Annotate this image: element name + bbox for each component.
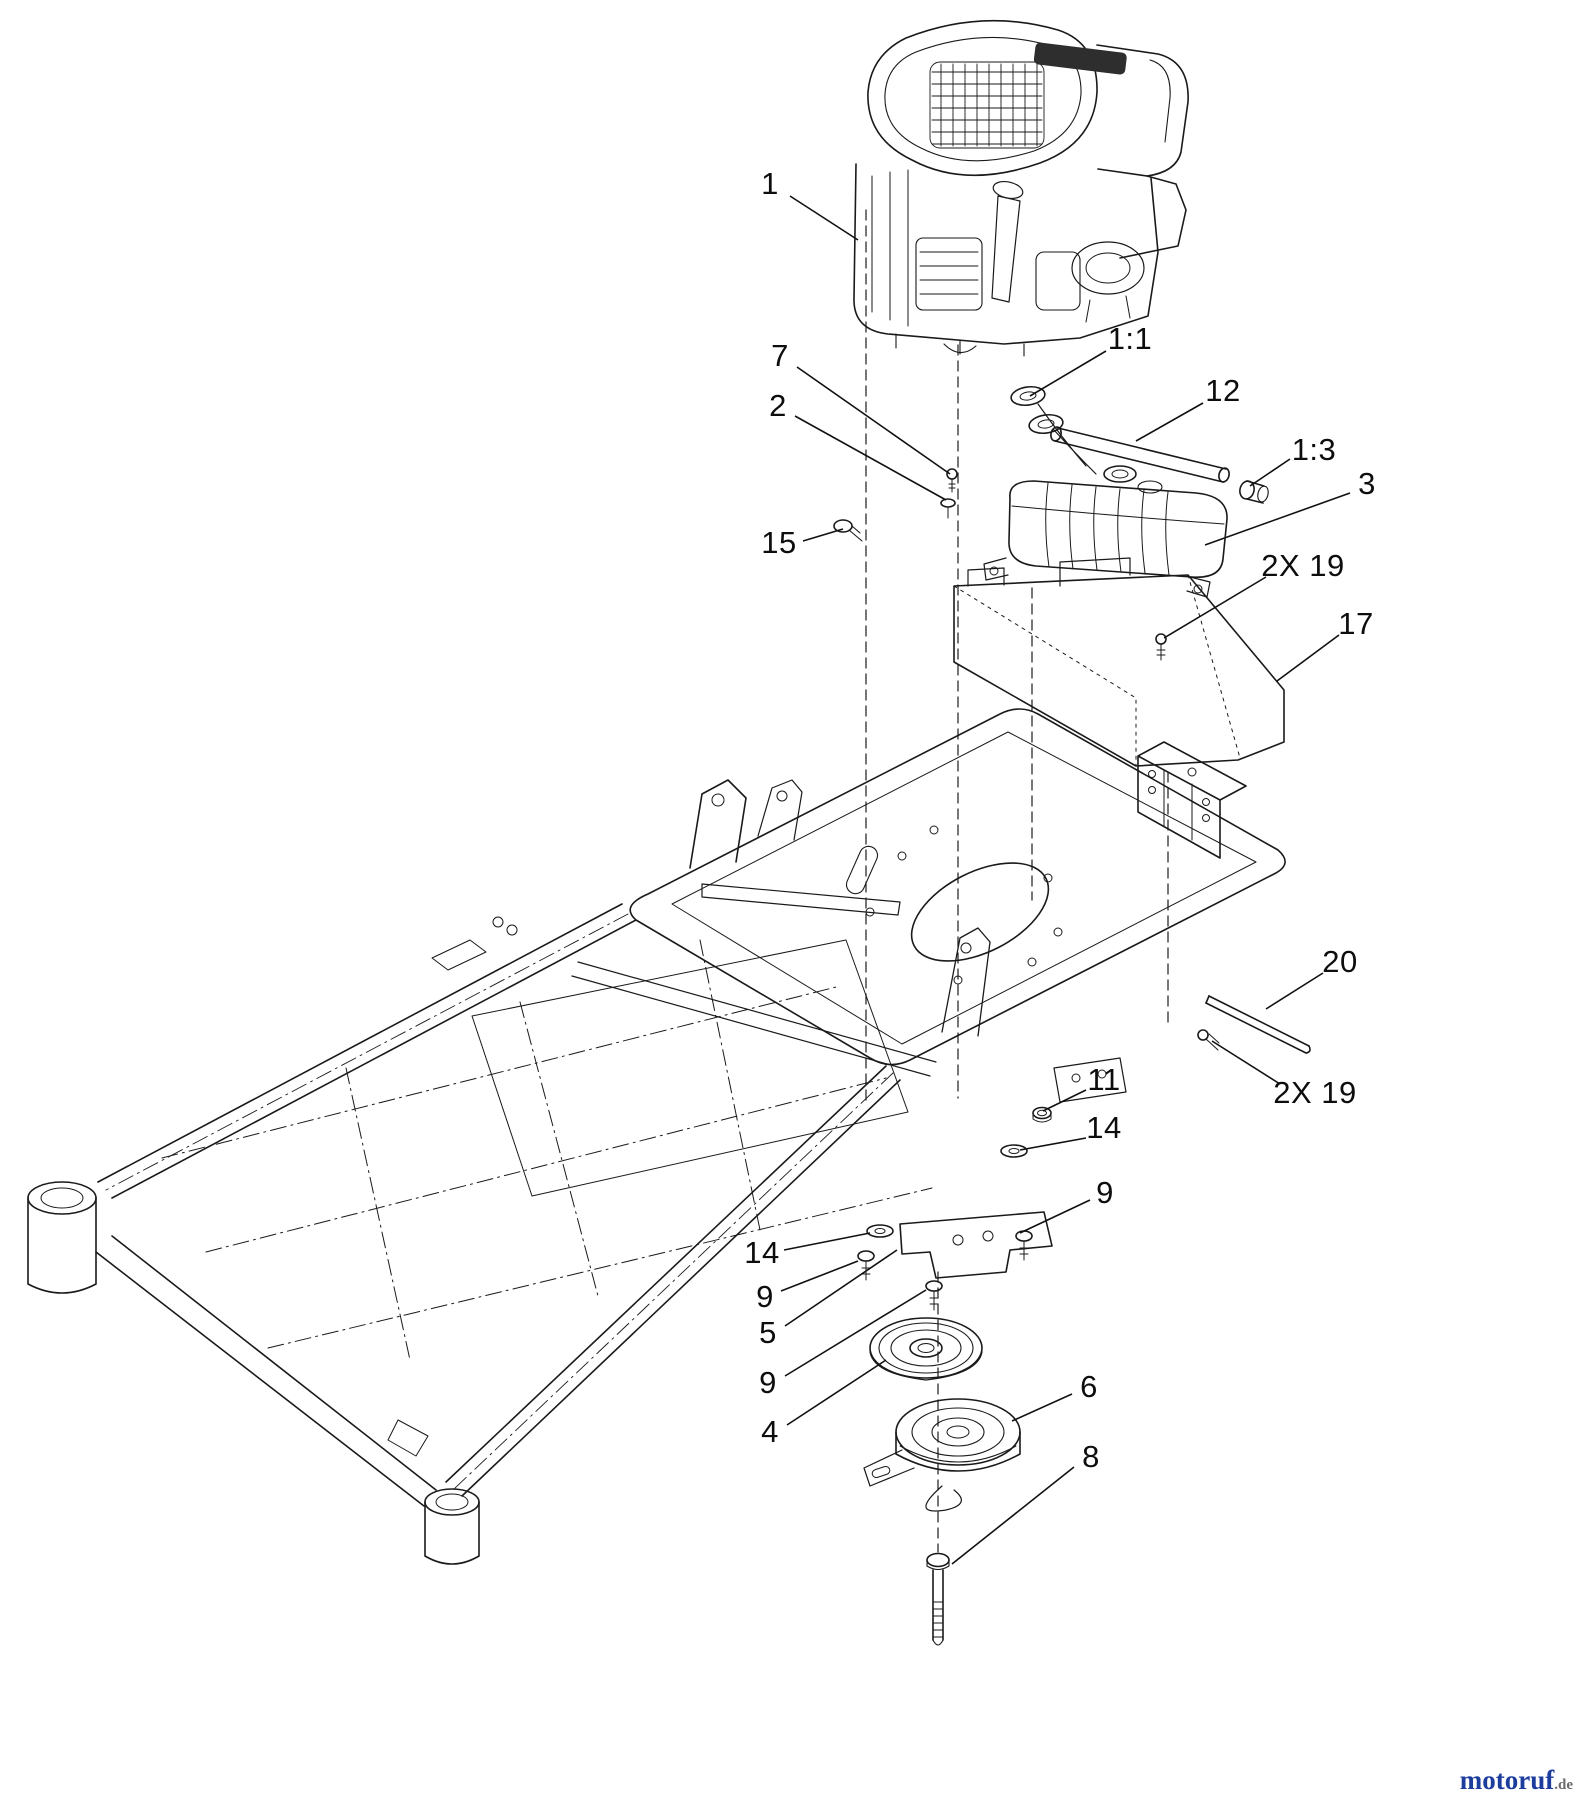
exhaust-drain-tube <box>1050 426 1230 483</box>
leader-line-9-left-lower <box>784 1289 927 1377</box>
leader-line-6 <box>1011 1393 1073 1422</box>
muffler-fasteners <box>833 468 958 542</box>
callout-15: 15 <box>761 525 797 560</box>
leader-line-19-bottom <box>1211 1040 1281 1085</box>
leader-line-5 <box>784 1249 898 1327</box>
leader-line-20 <box>1265 972 1324 1010</box>
leader-line-12 <box>1135 402 1204 442</box>
exhaust-gaskets <box>1010 385 1097 475</box>
callout-19-top: 2X 19 <box>1261 548 1345 583</box>
engine-pulley <box>869 1317 983 1381</box>
leader-line-9-left-upper <box>780 1260 859 1292</box>
frame-mount-plate <box>1053 1057 1127 1103</box>
leader-line-1-3 <box>1249 458 1291 487</box>
callout-17: 17 <box>1338 606 1374 641</box>
leader-line-11 <box>1042 1089 1087 1112</box>
callout-7: 7 <box>771 338 789 373</box>
dipstick-tube <box>991 195 1021 303</box>
leader-line-1-1 <box>1029 350 1107 397</box>
callout-14-right: 14 <box>1086 1110 1122 1145</box>
leader-line-7 <box>796 366 951 475</box>
belt-guide-rod <box>1205 995 1311 1054</box>
leader-line-2 <box>794 415 947 501</box>
engine-assembly <box>853 19 1189 357</box>
leader-line-4 <box>786 1359 887 1426</box>
leader-line-9-right <box>1019 1199 1091 1234</box>
engine-mount-bracket <box>1137 741 1247 859</box>
fan-screen-grid <box>929 61 1045 149</box>
callout-9-left-upper: 9 <box>756 1279 774 1314</box>
callout-1: 1 <box>761 166 779 201</box>
watermark-logo: motoruf.de <box>1460 1765 1573 1796</box>
callout-5: 5 <box>759 1315 777 1350</box>
callout-20: 20 <box>1322 944 1358 979</box>
callout-8: 8 <box>1082 1439 1100 1474</box>
callout-1-1: 1:1 <box>1107 321 1153 356</box>
callout-12: 12 <box>1205 373 1241 408</box>
electric-clutch <box>863 1398 1021 1512</box>
bracket-fasteners <box>857 1106 1052 1311</box>
callout-4: 4 <box>761 1414 779 1449</box>
clutch-bolt <box>926 1552 950 1646</box>
leader-line-19-top <box>1163 576 1267 639</box>
leader-line-17 <box>1276 634 1340 682</box>
alignment-dashed-lines <box>865 209 1169 1553</box>
leader-line-1 <box>789 195 859 241</box>
clutch-wire <box>925 1485 962 1512</box>
callout-9-right: 9 <box>1096 1175 1114 1210</box>
heat-shield <box>953 557 1285 767</box>
watermark-suffix: .de <box>1554 1777 1573 1793</box>
engine-brand-strip <box>1033 42 1127 75</box>
callout-11: 11 <box>1087 1062 1121 1097</box>
callout-1-3: 1:3 <box>1291 432 1337 467</box>
callout-6: 6 <box>1080 1369 1098 1404</box>
leader-line-3 <box>1204 492 1351 546</box>
callout-2: 2 <box>769 388 787 423</box>
frame-chassis <box>27 708 1286 1565</box>
tube-cap <box>1239 480 1269 504</box>
watermark-brand: motoruf <box>1459 1765 1555 1795</box>
guide-screw <box>1197 1029 1220 1051</box>
callout-14-left: 14 <box>744 1235 780 1270</box>
leader-line-14-left <box>783 1232 871 1251</box>
clutch-mount-bracket <box>899 1211 1053 1279</box>
muffler <box>983 465 1228 598</box>
callout-3: 3 <box>1358 466 1376 501</box>
leader-line-8 <box>951 1466 1075 1565</box>
leader-line-15 <box>802 528 844 542</box>
engine-shaft-hole <box>910 862 1050 962</box>
callout-9-left-lower: 9 <box>759 1365 777 1400</box>
starter-housing <box>1071 241 1145 295</box>
leader-line-14-right <box>1019 1137 1087 1151</box>
callout-19-bottom: 2X 19 <box>1273 1075 1357 1110</box>
